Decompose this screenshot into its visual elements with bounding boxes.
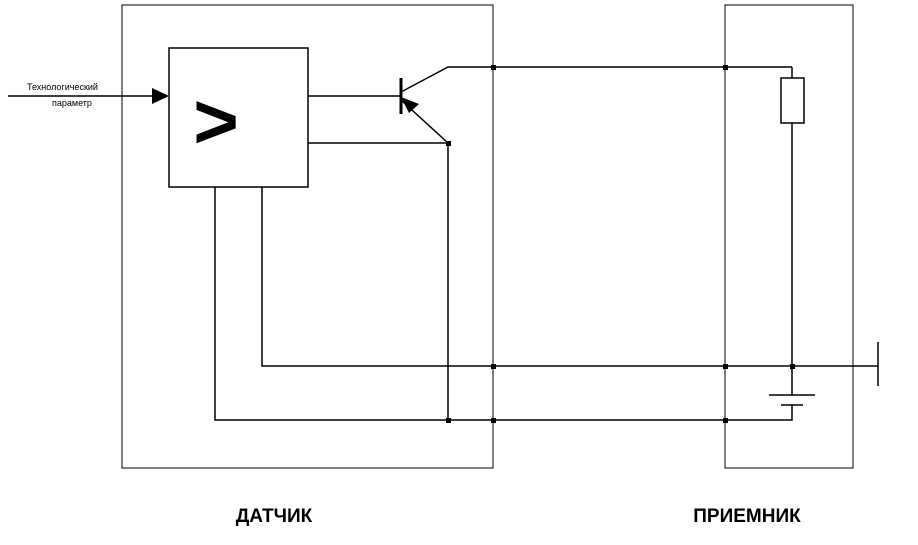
junction-dot [790, 364, 795, 369]
junction-dot [723, 418, 728, 423]
collector-wire [400, 66, 493, 93]
comparator-block [168, 47, 309, 188]
junction-dot [723, 364, 728, 369]
junction-dot [491, 65, 496, 70]
junction-dot [491, 364, 496, 369]
input-arrowhead [152, 88, 169, 104]
receiver-label: ПРИЕМНИК [693, 506, 801, 527]
common-line [261, 187, 878, 367]
junction-dot [446, 141, 451, 146]
sensor-label: ДАТЧИК [236, 506, 313, 527]
junction-dot [491, 418, 496, 423]
receiver-box [724, 4, 854, 469]
junction-dot [723, 65, 728, 70]
load-resistor [780, 77, 805, 124]
input-label-line1: Технологический [27, 82, 98, 92]
input-label-line2: параметр [52, 98, 92, 108]
emitter-arrow [401, 97, 419, 113]
power-line [214, 187, 793, 421]
comparator-symbol: > [193, 77, 239, 165]
sensor-box [121, 4, 494, 469]
junction-dot [446, 418, 451, 423]
